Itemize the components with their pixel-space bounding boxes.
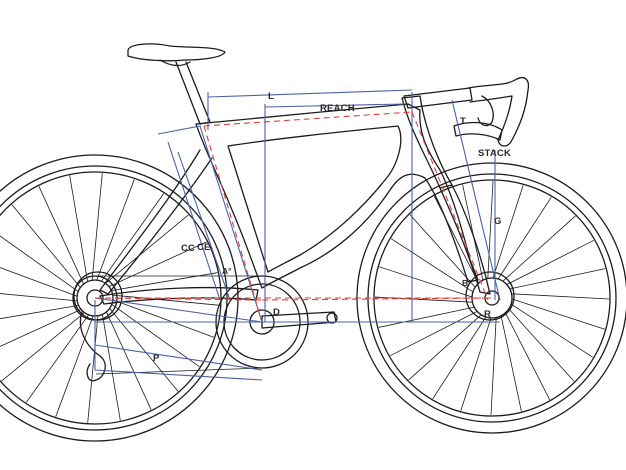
spoke <box>111 304 200 368</box>
seat-tube-axis <box>203 125 263 323</box>
spoke <box>91 173 103 281</box>
chain <box>95 275 263 375</box>
p-line <box>94 344 263 371</box>
top-tube-effective <box>203 111 413 127</box>
spoke <box>87 315 99 423</box>
spoke <box>374 296 473 303</box>
spoke <box>510 303 594 358</box>
label-g: G <box>494 216 502 227</box>
seat-tube-geom <box>157 125 263 323</box>
spoke <box>506 239 594 285</box>
spoke <box>432 316 487 400</box>
spoke <box>492 185 524 279</box>
spoke <box>112 299 214 338</box>
bike-frame <box>72 43 530 382</box>
spoke <box>108 241 207 287</box>
spoke <box>408 314 482 381</box>
stem <box>403 87 473 109</box>
spoke <box>390 311 478 357</box>
spoke <box>25 314 89 403</box>
seat-tube-geom-2 <box>167 141 221 301</box>
seat-stay <box>99 149 213 295</box>
rear-rotor <box>73 271 123 321</box>
spoke <box>502 215 576 282</box>
spoke <box>0 305 79 320</box>
spoke <box>106 311 152 410</box>
spoke <box>409 214 476 288</box>
spoke <box>112 294 220 306</box>
label-t: T <box>460 116 466 127</box>
handlebar-drop <box>453 121 503 141</box>
reach-line <box>264 103 405 108</box>
spoke <box>109 308 179 392</box>
bb-to-front <box>261 297 493 301</box>
frame-inner <box>227 125 402 273</box>
front-rotor <box>465 271 515 321</box>
geometry-lines-blue <box>94 89 501 381</box>
spoke <box>11 204 81 288</box>
spoke <box>105 214 189 284</box>
label-ce: CE <box>197 242 211 253</box>
handlebar <box>467 76 530 147</box>
chain-stay-geom <box>94 297 263 323</box>
saddle-rail <box>159 59 191 67</box>
saddle <box>127 43 226 62</box>
spoke <box>497 196 552 280</box>
spoke <box>505 312 551 400</box>
label-reach: REACH <box>320 103 355 114</box>
label-cc: CC <box>181 243 195 254</box>
spoke <box>1 312 85 382</box>
wheelbase-line <box>94 300 263 381</box>
spoke <box>102 314 121 421</box>
pedal <box>326 312 338 324</box>
spoke <box>69 175 88 282</box>
spoke <box>460 317 492 411</box>
spoke <box>38 186 84 285</box>
spoke <box>509 268 606 290</box>
spoke <box>487 180 494 279</box>
label-stack: STACK <box>478 148 511 159</box>
spoke <box>0 267 78 297</box>
spoke <box>511 293 610 300</box>
label-l: L <box>268 91 274 102</box>
label-r: R <box>484 309 491 320</box>
frame-outer <box>195 103 479 289</box>
chain-stay-axis <box>94 297 263 301</box>
seatpost <box>175 61 211 125</box>
spoke <box>0 293 78 302</box>
length-line <box>207 89 413 98</box>
spoke <box>508 308 575 382</box>
spoke <box>55 315 94 417</box>
label-d: D <box>273 307 280 318</box>
spoke <box>433 196 479 284</box>
label-a: A° <box>222 266 232 276</box>
geometry-lines-red <box>94 111 493 323</box>
geometry-labels: L REACH T STACK CC CE G A° D B° R P <box>153 91 511 364</box>
spoke <box>101 193 165 282</box>
spoke <box>390 238 474 293</box>
spoke <box>96 179 135 281</box>
head-tube-axis <box>411 111 489 301</box>
label-b: B° <box>462 278 472 288</box>
spoke <box>0 309 82 347</box>
spoke <box>490 317 497 416</box>
rear-wheel-spokes <box>0 173 220 423</box>
spoke <box>378 306 475 328</box>
spoke <box>0 235 79 292</box>
spoke <box>500 315 522 412</box>
spoke <box>511 298 605 330</box>
spoke <box>379 266 473 298</box>
label-p: P <box>153 353 160 364</box>
trail-line <box>451 99 501 301</box>
seat-tube-geom-3 <box>177 151 231 301</box>
